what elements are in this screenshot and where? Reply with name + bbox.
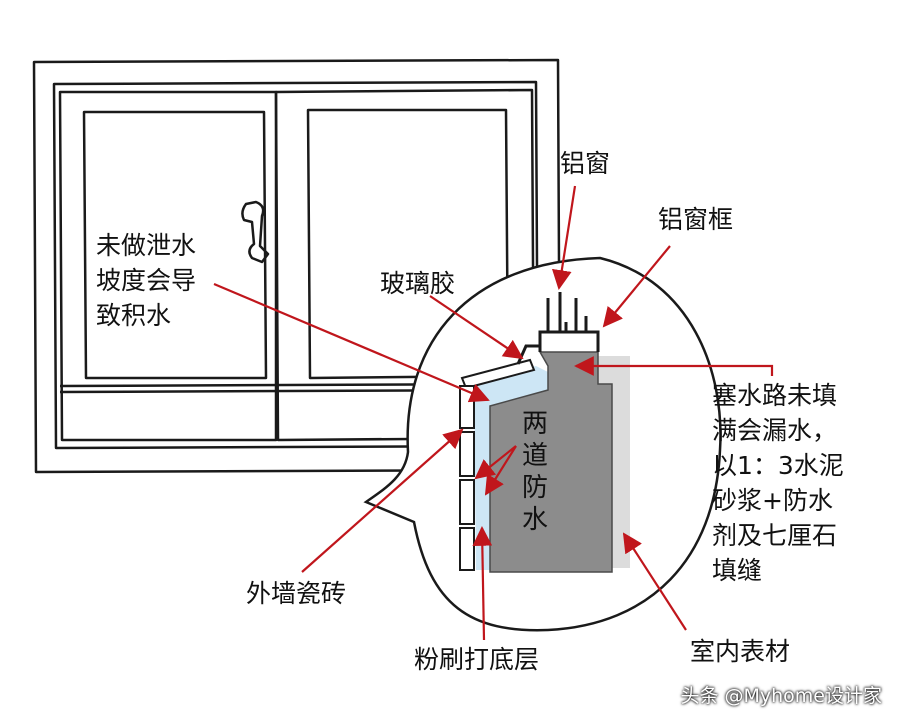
arrow-waterproof-2 bbox=[484, 445, 517, 496]
label-no-slope-line-2: 坡度会导 bbox=[96, 266, 197, 295]
label-two-waterproof-char-4: 水 bbox=[522, 505, 549, 535]
arrow-aluminum-window bbox=[551, 185, 577, 290]
label-aluminum-window: 铝窗 bbox=[560, 149, 611, 178]
watermark: 头条 @Myhome设计家 bbox=[680, 685, 882, 707]
label-fill-note-line-3: 以1：3水泥 bbox=[712, 451, 844, 480]
label-no-slope: 未做泄水 坡度会导 致积水 bbox=[96, 228, 196, 333]
label-fill-note-line-2: 满会漏水， bbox=[712, 416, 838, 445]
arrow-exterior-tile bbox=[301, 428, 464, 573]
arrow-plaster-base bbox=[472, 526, 493, 641]
label-fill-note-line-1: 塞水路未填 bbox=[712, 381, 838, 410]
label-plaster-base: 粉刷打底层 bbox=[414, 645, 540, 674]
arrow-glass-glue bbox=[429, 295, 524, 360]
label-two-waterproof-char-1: 两 bbox=[522, 409, 549, 439]
arrow-interior-material bbox=[622, 532, 687, 631]
label-fill-note-line-4: 砂浆+防水 bbox=[712, 486, 833, 515]
label-two-waterproof: 两 道 防 水 bbox=[522, 408, 548, 536]
glass-glue-strip bbox=[460, 358, 536, 390]
label-two-waterproof-char-2: 道 bbox=[522, 441, 549, 471]
label-no-slope-line-1: 未做泄水 bbox=[96, 231, 197, 260]
label-glass-glue: 玻璃胶 bbox=[380, 269, 456, 298]
window-left-sash bbox=[58, 90, 278, 442]
arrow-no-slope bbox=[213, 282, 490, 403]
concrete-wall bbox=[489, 351, 613, 573]
window-handle bbox=[241, 200, 270, 264]
label-fill-note-line-6: 填缝 bbox=[712, 556, 763, 585]
label-aluminum-window-frame: 铝窗框 bbox=[658, 205, 734, 234]
label-two-waterproof-char-3: 防 bbox=[522, 473, 549, 503]
arrow-aluminum-window-frame bbox=[602, 245, 671, 328]
arrow-fill-note bbox=[574, 356, 774, 376]
arrow-waterproof-1 bbox=[474, 445, 517, 480]
label-fill-note: 塞水路未填 满会漏水， 以1：3水泥 砂浆+防水 剂及七厘石 填缝 bbox=[712, 378, 844, 588]
window-left-glass bbox=[82, 110, 268, 380]
aluminum-window-frame-profile bbox=[516, 292, 600, 365]
label-fill-note-line-5: 剂及七厘石 bbox=[712, 521, 838, 550]
label-no-slope-line-3: 致积水 bbox=[96, 301, 172, 330]
label-interior-material: 室内表材 bbox=[690, 637, 791, 666]
label-exterior-tile: 外墙瓷砖 bbox=[246, 579, 347, 608]
annotation-arrows bbox=[213, 185, 774, 641]
